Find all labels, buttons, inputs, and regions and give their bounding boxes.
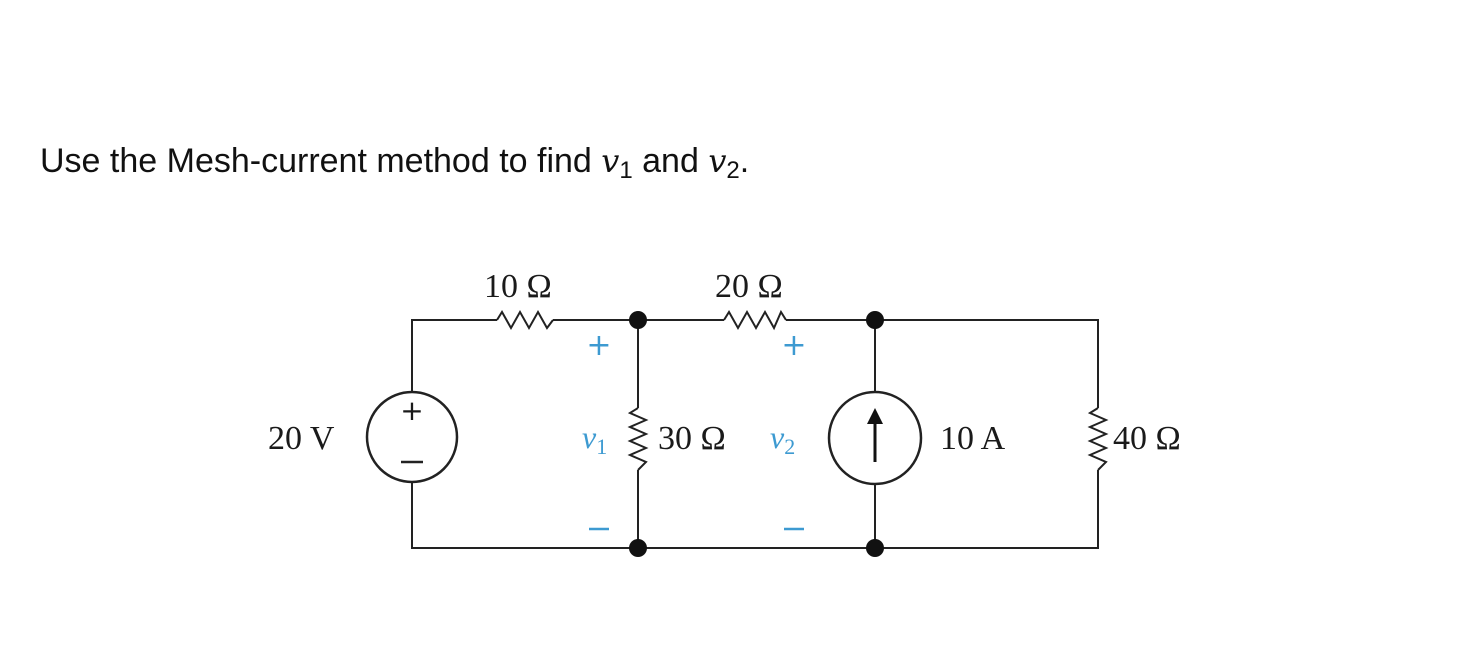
v1-symbol: v1 xyxy=(582,419,607,459)
question-suffix: . xyxy=(739,142,750,180)
resistor-30ohm-label: 30 Ω xyxy=(658,420,726,457)
voltage-source: + xyxy=(365,390,459,484)
resistor-20ohm xyxy=(723,309,787,331)
current-source-label: 10 A xyxy=(940,420,1006,457)
circuit-wires xyxy=(411,319,1099,549)
wire-top-left xyxy=(411,319,497,393)
voltage-source-label: 20 V xyxy=(268,420,335,457)
node-a xyxy=(629,311,647,329)
v2-plus: + xyxy=(781,328,806,363)
resistor-30ohm xyxy=(627,407,649,471)
wire-bottom xyxy=(411,482,875,549)
wire-top-right xyxy=(875,319,1099,408)
v1-polarity: + v1 xyxy=(582,328,612,531)
resistor-40ohm xyxy=(1087,407,1109,471)
v1-variable: v1 xyxy=(601,142,633,184)
resistor-40ohm-label: 40 Ω xyxy=(1113,420,1181,457)
v2-symbol: v2 xyxy=(770,419,795,459)
wire-bottom-right xyxy=(875,470,1099,549)
resistor-20ohm-label: 20 Ω xyxy=(715,268,783,305)
node-b xyxy=(866,311,884,329)
v2-polarity: + v2 xyxy=(770,328,807,531)
current-source xyxy=(827,390,923,486)
resistor-10ohm-label: 10 Ω xyxy=(484,268,552,305)
node-d xyxy=(866,539,884,557)
question-prefix: Use the Mesh-current method to find xyxy=(40,142,602,180)
voltage-source-plus: + xyxy=(400,394,423,427)
question-text: Use the Mesh-current method to find v1 a… xyxy=(40,142,749,185)
question-middle: and xyxy=(632,142,709,180)
resistor-10ohm xyxy=(496,309,554,331)
node-c xyxy=(629,539,647,557)
v1-plus: + xyxy=(586,328,611,363)
voltage-source-circle xyxy=(365,390,459,484)
arrow-up-icon xyxy=(867,408,883,424)
v2-variable: v2 xyxy=(708,142,740,184)
